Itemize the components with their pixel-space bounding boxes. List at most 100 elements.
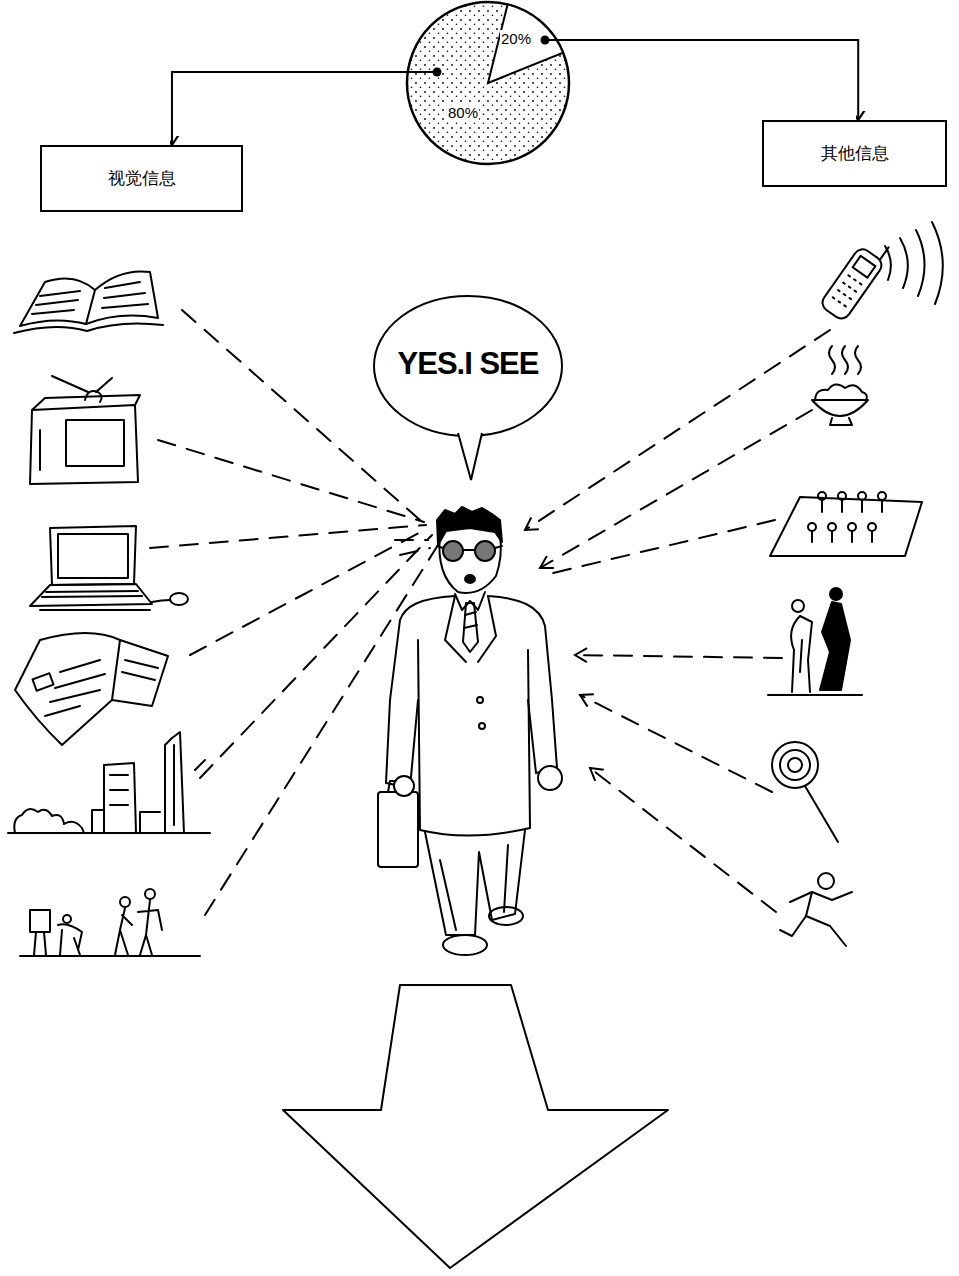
runner-sketch [806,916,846,946]
man-figure [386,596,455,788]
sense-lines [575,655,782,658]
runner-sketch [806,892,812,916]
city-sketch [8,732,210,833]
bowl-sketch [829,346,835,374]
laptop-sketch [30,526,188,610]
people-sketch [63,915,71,923]
newspaper-sketch [112,640,120,700]
board-sketch [841,500,843,512]
bubble-outline [370,290,566,485]
couple-sketch [791,616,812,692]
board-sketch [770,497,922,556]
phone-sketch [932,222,943,304]
runner-sketch [780,873,852,946]
runner-sketch [780,916,806,936]
sense-lines [590,768,776,912]
board-sketch [821,500,823,512]
lollipop-sketch [805,786,838,842]
box-label: 视觉信息 [108,167,176,190]
board-sketch [878,492,886,500]
laptop-sketch [50,526,136,585]
sight-lines [190,528,428,655]
man-figure [445,596,496,662]
phone-sketch [885,246,891,280]
man-figure [489,907,523,925]
man-figure [378,507,562,955]
man-figure [440,845,508,930]
sense-lines [580,695,772,792]
board-sketch [871,531,873,542]
man-figure [455,592,485,610]
sight-lines [205,545,438,915]
pie-outline [541,36,550,45]
phone-sketch [819,222,943,322]
pie-outline [405,40,571,72]
bowl-sketch [812,400,868,416]
people-sketch [30,910,50,932]
city-sketch [195,760,205,770]
city-sketch [173,745,175,825]
bowl-sketch [855,346,861,374]
people-sketch [20,889,200,956]
laptop-sketch [42,591,142,597]
lollipop-sketch [772,742,838,842]
people-sketch [34,932,46,955]
runner-sketch [790,892,852,902]
city-sketch [110,775,128,805]
man-figure [479,723,485,729]
laptop-sketch [40,609,150,611]
city-sketch [104,763,136,833]
tv-sketch [30,405,138,484]
city-sketch [8,832,210,834]
man-figure [443,541,463,561]
category-box: 其他信息 [762,120,947,187]
pie-outline [488,4,563,83]
board-sketch [770,492,922,556]
laptop-sketch [58,534,128,578]
bowl-sketch [830,418,852,425]
newspaper-sketch [45,660,158,716]
sight-lines [200,535,432,778]
man-figure [437,546,502,550]
man-figure [538,766,562,790]
man-figure [477,697,483,703]
man-figure [394,776,414,796]
phone-sketch [900,238,908,288]
bowl-sketch [815,384,867,400]
man-figure [463,603,478,652]
board-sketch [868,523,876,531]
sight-lines [150,525,426,548]
man-figure [418,640,530,836]
board-sketch [858,492,866,500]
runner-sketch [818,873,834,889]
man-figure [425,830,525,935]
book-sketch [32,282,148,314]
board-sketch [848,523,856,531]
book-sketch [86,271,158,324]
man-figure [439,535,501,593]
board-sketch [838,492,846,500]
box-label: 其他信息 [821,142,889,165]
pie-outline [407,2,569,164]
pie-chart: 20%80% [405,0,571,166]
pie-outline [405,0,571,166]
speech-text: YES.I SEE [370,346,566,382]
board-sketch [828,523,836,531]
board-sketch [861,500,863,512]
newspaper-sketch [32,673,53,690]
book-sketch [14,271,163,333]
people-sketch [115,908,132,955]
bubble-outline [458,433,482,480]
phone-sketch [833,275,862,306]
percent-label: 20% [500,30,532,47]
sense-lines [525,330,830,912]
phone-sketch [819,246,885,322]
city-sketch [165,732,184,833]
man-figure [443,935,487,955]
newspaper-sketch [15,633,168,745]
people-sketch [138,900,162,955]
board-sketch [818,492,826,500]
pie-outline [433,68,442,77]
man-figure [465,575,475,583]
